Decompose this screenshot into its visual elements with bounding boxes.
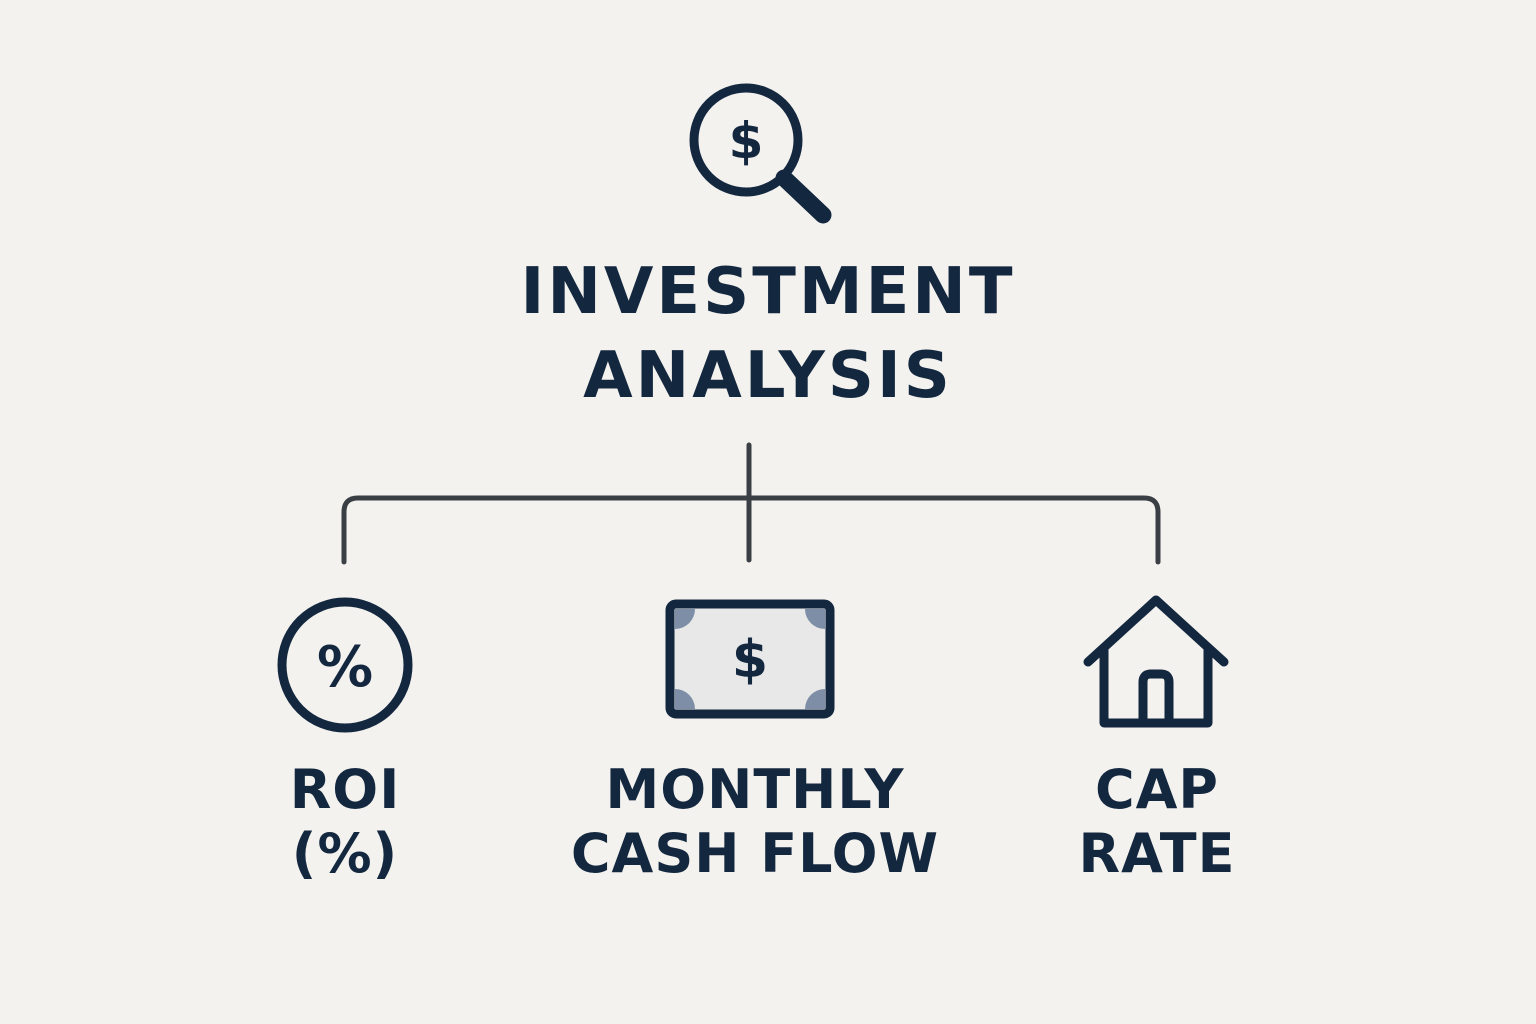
title-line-2: ANALYSIS	[583, 339, 953, 413]
house-icon	[1083, 595, 1229, 728]
svg-text:%: %	[317, 635, 373, 700]
roi-label-line-2: (%)	[291, 822, 399, 885]
roi-label: ROI (%)	[135, 758, 555, 886]
monthly-cash-flow-label-line-2: CASH FLOW	[570, 822, 940, 885]
svg-text:$: $	[732, 630, 768, 690]
monthly-cash-flow-label-line-1: MONTHLY	[605, 758, 905, 821]
monthly-cash-flow-label: MONTHLY CASH FLOW	[545, 758, 965, 886]
title-line-1: INVESTMENT	[520, 255, 1016, 329]
cap-rate-label: CAP RATE	[947, 758, 1367, 886]
roi-label-line-1: ROI	[289, 758, 401, 821]
dollar-bill-icon: $	[665, 599, 835, 719]
diagram-title: INVESTMENT ANALYSIS	[368, 250, 1168, 418]
dollar-search-icon: $	[689, 83, 832, 224]
cap-rate-label-line-1: CAP	[1095, 758, 1219, 821]
svg-text:$: $	[729, 112, 764, 170]
percent-circle-icon: %	[277, 597, 413, 733]
cap-rate-label-line-2: RATE	[1078, 822, 1236, 885]
